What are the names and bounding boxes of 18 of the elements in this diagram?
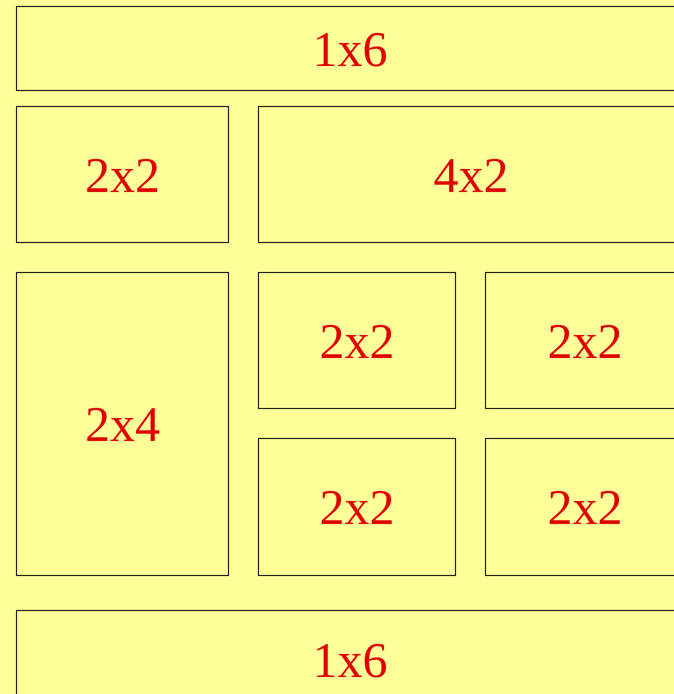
size-label: 2x2 <box>320 482 394 532</box>
grid-box <box>16 272 229 576</box>
grid-box <box>16 6 674 91</box>
size-label: 1x6 <box>312 24 388 74</box>
grid-box <box>16 106 229 243</box>
size-label: 2x2 <box>85 150 160 200</box>
size-label: 2x2 <box>548 482 622 532</box>
size-label: 2x4 <box>85 399 160 449</box>
grid-box <box>258 272 456 409</box>
grid-box <box>258 106 674 243</box>
size-label: 4x2 <box>434 150 508 200</box>
grid-box <box>485 438 674 576</box>
size-label: 2x2 <box>548 316 622 366</box>
grid-box <box>485 272 674 409</box>
grid-box <box>16 610 674 694</box>
size-label: 2x2 <box>320 316 394 366</box>
size-label: 1x6 <box>312 635 388 685</box>
grid-box <box>258 438 456 576</box>
